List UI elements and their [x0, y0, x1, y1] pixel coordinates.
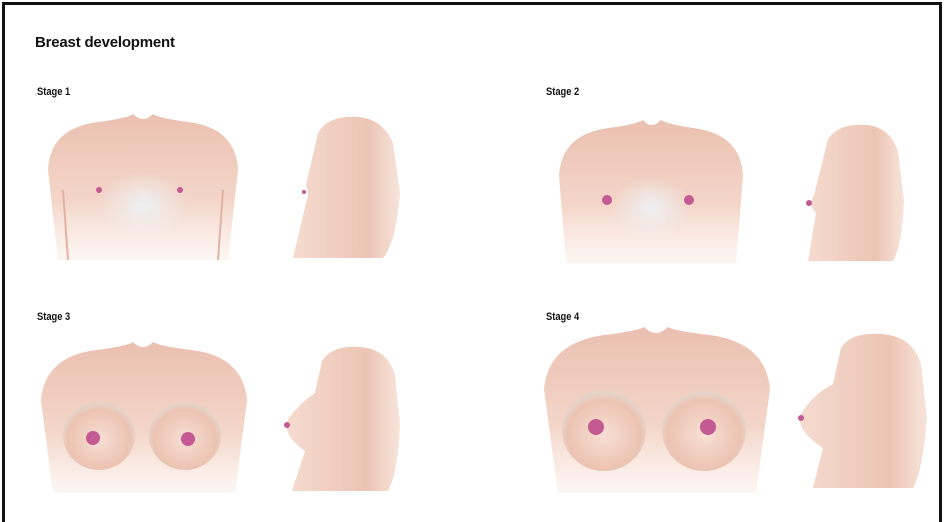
stage-2-left-areola	[602, 195, 612, 205]
stage-4-label: Stage 4	[546, 311, 579, 323]
stage-3-side-nipple	[284, 422, 290, 428]
stage-2-side-torso	[798, 121, 918, 263]
stage-3-side-torso	[280, 343, 415, 493]
stage-3-front-torso	[35, 338, 255, 493]
stage-2-side-nipple	[806, 200, 812, 206]
stage-4-side-nipple	[798, 415, 804, 421]
stage-3-right-areola	[181, 432, 195, 446]
stage-4-front-torso	[538, 323, 778, 493]
stage-1-front-torso	[38, 110, 248, 260]
figure-title: Breast development	[35, 34, 175, 51]
stage-4-left-breast	[562, 391, 646, 471]
stage-2-front-torso	[551, 118, 751, 263]
stage-2-right-areola	[684, 195, 694, 205]
stage-1-right-nipple	[177, 187, 183, 193]
stage-4-side-torso	[795, 330, 940, 490]
stage-1-left-nipple	[96, 187, 102, 193]
stage-2-label: Stage 2	[546, 86, 579, 98]
stage-1-side-torso	[288, 113, 413, 261]
stage-4-right-areola	[700, 419, 716, 435]
stage-4-left-areola	[588, 419, 604, 435]
stage-1-side-nipple	[302, 190, 306, 194]
stage-1-label: Stage 1	[37, 86, 70, 98]
stage-3-left-areola	[86, 431, 100, 445]
stage-3-label: Stage 3	[37, 311, 70, 323]
